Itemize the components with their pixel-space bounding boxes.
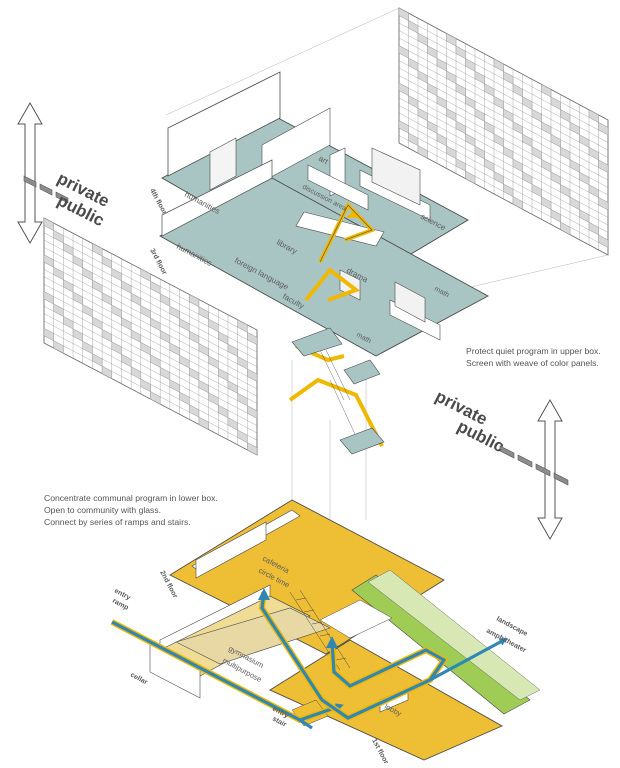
floor-label-3rd: 3rd floor [148,248,168,277]
landscape-area [351,569,541,715]
floor-label-4th: 4th floor [148,188,167,216]
note-lower-line-2: Open to community with glass. [44,505,162,515]
right-facade-panel [398,7,609,256]
left-facade-panel [43,217,258,456]
zone-separator-left [23,175,69,204]
upper-stair [288,201,385,455]
note-upper-line-1: Protect quiet program in upper box. [466,346,601,356]
zone-arrow-left [17,101,43,245]
zone-arrow-right [537,398,563,541]
note-upper: Protect quiet program in upper box. Scre… [466,345,601,369]
zone-separator-right [499,445,569,486]
label-cellar: cellar [129,672,149,687]
circulation-paths [110,588,508,730]
note-lower-line-3: Connect by series of ramps and stairs. [44,517,191,527]
note-upper-line-2: Screen with weave of color panels. [466,358,599,368]
note-lower-line-1: Concentrate communal program in lower bo… [44,493,218,503]
note-lower: Concentrate communal program in lower bo… [44,492,218,528]
